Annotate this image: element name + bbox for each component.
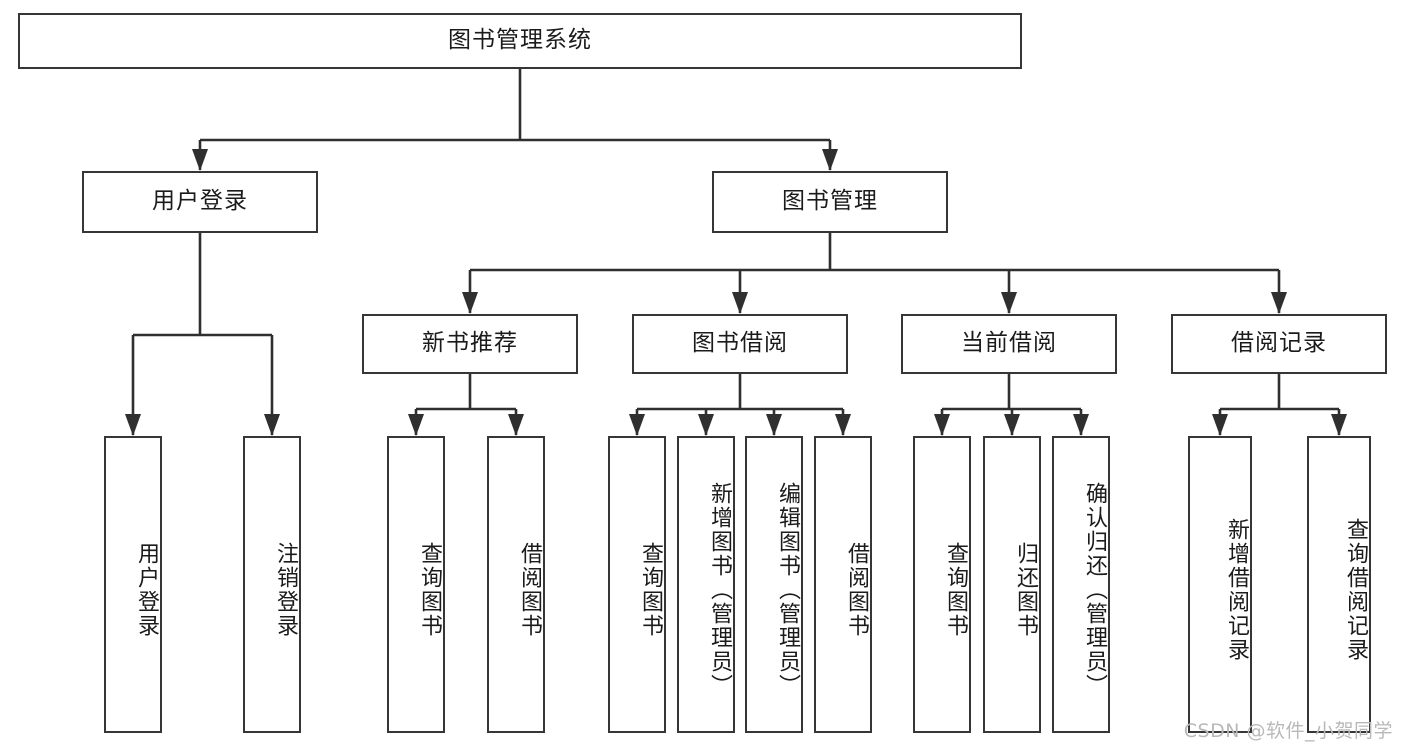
connector-arrowhead <box>125 414 141 436</box>
connector-arrowhead <box>1212 414 1228 436</box>
node-new-book-recommend[interactable]: 新书推荐 <box>362 314 578 374</box>
node-leaf-borrow-book-recommend[interactable]: 借阅图书 <box>487 436 545 733</box>
node-borrow-record[interactable]: 借阅记录 <box>1171 314 1387 374</box>
node-leaf-query-borrow-record[interactable]: 查询借阅记录 <box>1307 436 1371 733</box>
connector-arrowhead <box>732 292 748 314</box>
node-label: 用户登录 <box>134 541 159 638</box>
node-leaf-return-book[interactable]: 归还图书 <box>983 436 1041 733</box>
connector-arrowhead <box>462 292 478 314</box>
node-label: 新增图书（管理员） <box>707 481 732 698</box>
connector-arrowhead <box>822 149 838 171</box>
connector-arrowhead <box>264 414 280 436</box>
connector-arrowhead <box>408 414 424 436</box>
node-root[interactable]: 图书管理系统 <box>18 13 1022 69</box>
node-book-borrow[interactable]: 图书借阅 <box>632 314 848 374</box>
node-book-manage[interactable]: 图书管理 <box>712 171 948 233</box>
node-label: 归还图书 <box>1013 541 1038 638</box>
node-leaf-query-book-borrow[interactable]: 查询图书 <box>608 436 666 733</box>
node-leaf-confirm-return[interactable]: 确认归还（管理员） <box>1052 436 1110 733</box>
connector-arrowhead <box>1004 414 1020 436</box>
connector-arrowhead <box>766 414 782 436</box>
node-label: 编辑图书（管理员） <box>775 481 800 698</box>
node-current-borrow[interactable]: 当前借阅 <box>901 314 1117 374</box>
connector-arrowhead <box>1331 414 1347 436</box>
node-leaf-borrow-book[interactable]: 借阅图书 <box>814 436 872 733</box>
node-leaf-user-logout[interactable]: 注销登录 <box>243 436 301 733</box>
node-label: 新书推荐 <box>422 330 518 357</box>
node-label: 借阅记录 <box>1231 330 1327 357</box>
connector-arrowhead <box>1073 414 1089 436</box>
connector-arrowhead <box>835 414 851 436</box>
node-label: 借阅图书 <box>844 541 869 638</box>
node-leaf-user-login[interactable]: 用户登录 <box>104 436 162 733</box>
watermark-label: CSDN @软件_小贺同学 <box>1183 720 1393 742</box>
node-leaf-query-book-recommend[interactable]: 查询图书 <box>387 436 445 733</box>
node-label: 图书管理 <box>782 188 878 215</box>
connector-arrowhead <box>629 414 645 436</box>
node-label: 借阅图书 <box>517 541 542 638</box>
node-leaf-add-borrow-record[interactable]: 新增借阅记录 <box>1188 436 1252 733</box>
node-leaf-add-book[interactable]: 新增图书（管理员） <box>677 436 735 733</box>
node-leaf-query-book-current[interactable]: 查询图书 <box>913 436 971 733</box>
node-label: 查询图书 <box>638 541 663 638</box>
connector-arrowhead <box>934 414 950 436</box>
node-label: 图书管理系统 <box>448 27 592 54</box>
node-label: 查询借阅记录 <box>1343 517 1368 662</box>
connector-arrowhead <box>698 414 714 436</box>
connector-arrowhead <box>1001 292 1017 314</box>
node-label: 注销登录 <box>273 541 298 638</box>
node-user-login[interactable]: 用户登录 <box>82 171 318 233</box>
node-label: 查询图书 <box>943 541 968 638</box>
node-label: 新增借阅记录 <box>1224 517 1249 662</box>
node-label: 图书借阅 <box>692 330 788 357</box>
connector-arrowhead <box>508 414 524 436</box>
node-label: 查询图书 <box>417 541 442 638</box>
connector-arrowhead <box>1271 292 1287 314</box>
node-label: 用户登录 <box>152 188 248 215</box>
node-label: 确认归还（管理员） <box>1082 481 1107 698</box>
node-leaf-edit-book[interactable]: 编辑图书（管理员） <box>745 436 803 733</box>
node-label: 当前借阅 <box>961 330 1057 357</box>
connector-arrowhead <box>192 149 208 171</box>
